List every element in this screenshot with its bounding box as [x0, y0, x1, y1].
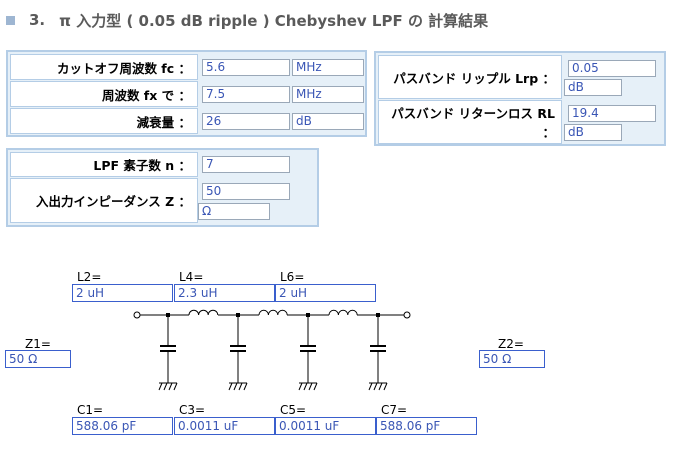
- input-terminal-icon: [133, 311, 141, 319]
- capacitor-c1-icon: [160, 315, 176, 383]
- inductor-l4-icon: [258, 309, 288, 316]
- inductor-l6-icon: [328, 309, 358, 316]
- z2-value[interactable]: 50 Ω: [479, 350, 545, 368]
- z-row: 入出力インピーダンス Z ： 50 Ω: [10, 178, 317, 223]
- freq-unit[interactable]: MHz: [292, 86, 364, 103]
- freq-row: 周波数 fx で ： 7.5 MHz: [10, 81, 365, 107]
- junction-dot: [306, 313, 310, 317]
- z1-value[interactable]: 50 Ω: [5, 350, 71, 368]
- capacitor-c5-icon: [300, 315, 316, 383]
- lrp-input[interactable]: 0.05: [568, 60, 656, 77]
- n-input[interactable]: 7: [202, 156, 290, 173]
- c7-value[interactable]: 588.06 pF: [376, 417, 477, 435]
- freq-label: 周波数 fx で ：: [10, 81, 198, 107]
- l4-label: L4=: [179, 270, 204, 284]
- cutoff-label: カットオフ周波数 fc ：: [10, 54, 198, 80]
- c3-label: C3=: [179, 403, 206, 417]
- junction-dot: [236, 313, 240, 317]
- c7-label: C7=: [381, 403, 408, 417]
- ground-icon: [368, 382, 388, 391]
- rl-unit[interactable]: dB: [564, 124, 622, 141]
- filter-parameters-panel: カットオフ周波数 fc ： 5.6 MHz 周波数 fx で ： 7.5 MHz…: [6, 50, 367, 137]
- z-unit[interactable]: Ω: [198, 203, 270, 220]
- junction-dot: [376, 313, 380, 317]
- lrp-unit[interactable]: dB: [564, 79, 622, 96]
- l6-label: L6=: [280, 270, 305, 284]
- c5-value[interactable]: 0.0011 uF: [275, 417, 376, 435]
- atten-unit[interactable]: dB: [292, 113, 364, 130]
- rl-label: パスバンド リターンロス RL ：: [378, 100, 562, 144]
- l4-value[interactable]: 2.3 uH: [174, 284, 275, 302]
- cutoff-unit[interactable]: MHz: [292, 59, 364, 76]
- cutoff-input[interactable]: 5.6: [202, 59, 290, 76]
- ground-icon: [158, 382, 178, 391]
- c1-label: C1=: [77, 403, 104, 417]
- rl-row: パスバンド リターンロス RL ： 19.4 dB: [378, 100, 664, 144]
- l2-label: L2=: [77, 270, 102, 284]
- l6-value[interactable]: 2 uH: [275, 284, 376, 302]
- output-terminal-icon: [403, 311, 411, 319]
- z-label: 入出力インピーダンス Z ：: [10, 178, 198, 223]
- rl-input[interactable]: 19.4: [568, 105, 656, 122]
- ground-icon: [228, 382, 248, 391]
- capacitor-c3-icon: [230, 315, 246, 383]
- inductor-l2-icon: [188, 309, 219, 316]
- section-heading: 3. π 入力型 ( 0.05 dB ripple ) Chebyshev LP…: [6, 8, 488, 32]
- c5-label: C5=: [280, 403, 307, 417]
- n-row: LPF 素子数 n ： 7: [10, 152, 317, 177]
- ground-icon: [298, 382, 318, 391]
- atten-label: 減衰量 ：: [10, 108, 198, 134]
- capacitor-c7-icon: [370, 315, 386, 383]
- n-label: LPF 素子数 n ：: [10, 152, 198, 177]
- bullet-square-icon: [6, 15, 15, 25]
- c1-value[interactable]: 588.06 pF: [72, 417, 173, 435]
- junction-dot: [166, 313, 170, 317]
- lrp-label: パスバンド リップル Lrp ：: [378, 55, 562, 99]
- z-input[interactable]: 50: [202, 183, 290, 200]
- c3-value[interactable]: 0.0011 uF: [174, 417, 275, 435]
- cutoff-row: カットオフ周波数 fc ： 5.6 MHz: [10, 54, 365, 80]
- ripple-panel: パスバンド リップル Lrp ： 0.05 dB パスバンド リターンロス RL…: [374, 51, 666, 146]
- lrp-row: パスバンド リップル Lrp ： 0.05 dB: [378, 55, 664, 99]
- z2-label: Z2=: [498, 337, 524, 351]
- heading-title: π 入力型 ( 0.05 dB ripple ) Chebyshev LPF の…: [59, 11, 489, 30]
- z1-label: Z1=: [25, 337, 51, 351]
- atten-row: 減衰量 ： 26 dB: [10, 108, 365, 134]
- atten-input[interactable]: 26: [202, 113, 290, 130]
- l2-value[interactable]: 2 uH: [72, 284, 173, 302]
- element-panel: LPF 素子数 n ： 7 入出力インピーダンス Z ： 50 Ω: [6, 148, 319, 227]
- heading-number: 3.: [29, 11, 46, 29]
- freq-input[interactable]: 7.5: [202, 86, 290, 103]
